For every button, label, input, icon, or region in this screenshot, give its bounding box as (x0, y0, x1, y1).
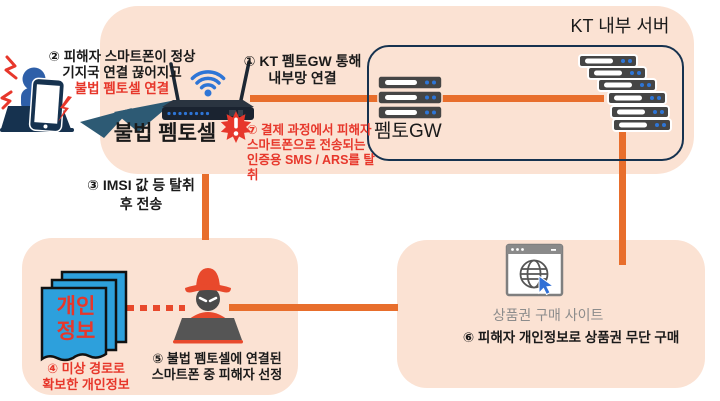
giftcard-site-label: 상품권 구매 사이트 (492, 307, 604, 323)
step3-text: ③ IMSI 값 등 탈취 후 전송 (87, 177, 195, 212)
antenna-icon (239, 60, 251, 102)
antenna-icon (169, 62, 180, 102)
personal-info-docs-icon (40, 270, 128, 362)
kt-server-box (367, 45, 684, 161)
step6-text: ⑥ 피해자 개인정보로 상품권 무단 구매 (462, 330, 680, 345)
signal-crack-icon (0, 90, 13, 110)
step1-text: ① KT 펨토GW 통해 내부망 연결 (243, 53, 362, 86)
kt-internal-server-title: KT 내부 서버 (570, 16, 670, 36)
femto-gw-server-icon (377, 75, 443, 120)
victim-phone-icon (0, 55, 74, 133)
kt-network-panel (100, 6, 694, 174)
smartphone-icon (28, 77, 66, 133)
step2-red-text: 불법 펨토셀 연결 (74, 81, 170, 96)
femto-gw-label: 펨토GW (374, 121, 442, 142)
connector-femtocell-to-hacker (202, 174, 209, 240)
kt-server-cluster-icon (578, 54, 672, 132)
lightning-arrow-icon (80, 100, 176, 138)
personal-info-label: 개인 정보 (56, 295, 96, 343)
warning-burst-icon (220, 111, 252, 143)
connector-server-to-giftcard (619, 124, 626, 265)
signal-crack-icon (4, 55, 18, 80)
connector-docs-to-hacker (127, 305, 185, 311)
connector-hacker-to-giftcard (229, 304, 398, 311)
browser-window-icon (505, 243, 564, 297)
fedora-hat-icon (196, 268, 220, 288)
lightning-crack-icon (58, 96, 72, 122)
step7-text: ⑦ 결제 과정에서 피해자 스마트폰으로 전송되는 인증용 SMS / ARS를… (247, 123, 375, 182)
step4-text: ④ 미상 경로로 확보한 개인정보 (42, 361, 130, 392)
step5-text: ⑤ 불법 펨토셀에 연결된 스마트폰 중 피해자 선정 (151, 351, 283, 382)
wifi-icon (190, 70, 226, 90)
hacker-icon (173, 268, 243, 344)
cursor-icon (538, 275, 555, 296)
rogue-femtocell-label: 불법 펨토셀 (113, 122, 217, 145)
step2-text: ② 피해자 스마트폰이 정상 기지국 연결 끊어지고 (48, 49, 196, 80)
laptop-icon (174, 318, 242, 340)
